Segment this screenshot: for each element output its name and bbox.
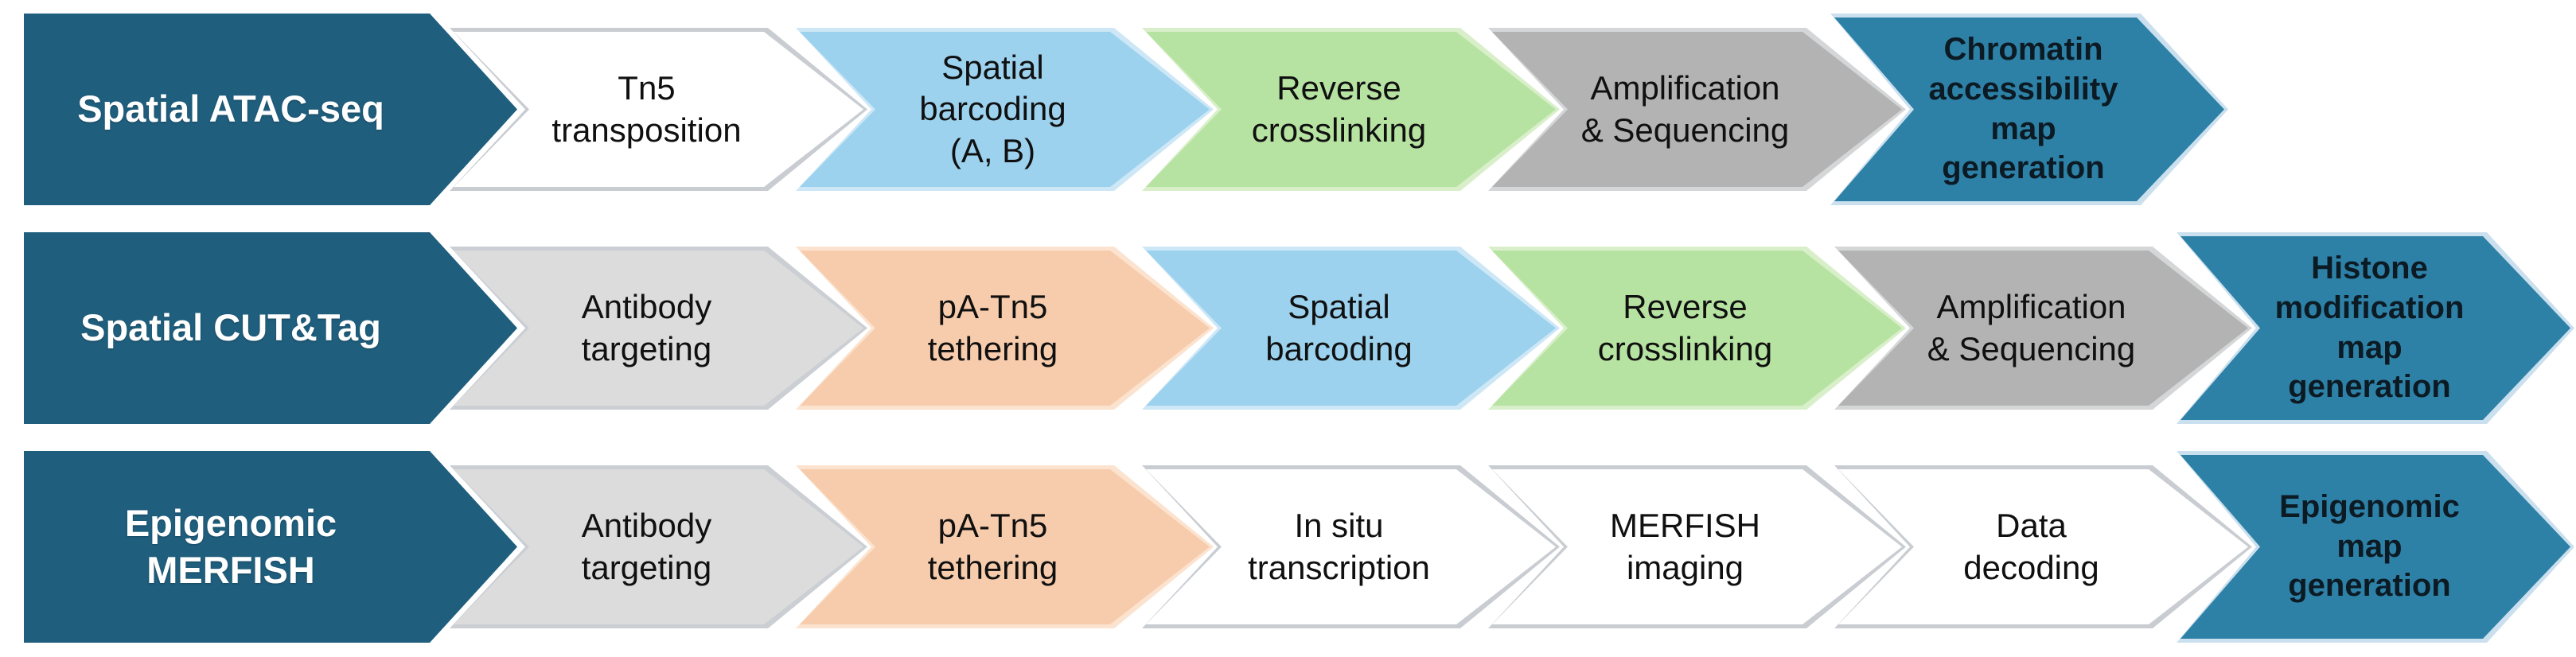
workflow-step-label: MERFISH imaging [1610,507,1760,586]
method-name-label: Spatial ATAC-seq [77,87,384,130]
workflow-row-spatial-cut-and-tag: Spatial CUT&Tag Antibody targeting pA-Tn5 … [0,219,2576,437]
workflow-step-arrow: Amplification & Sequencing [1488,28,1906,191]
workflow-step-label: Tn5 transposition [551,69,742,149]
workflow-step-arrow: Antibody targeting [450,465,867,628]
workflow-step-label: Amplification & Sequencing [1927,288,2136,367]
workflow-step-label: Spatial barcoding [1265,288,1413,367]
workflow-step-arrow: In situ transcription [1142,465,1560,628]
workflow-result-label: Chromatin accessibility map generation [1928,32,2118,186]
workflow-step-arrow: Data decoding [1834,465,2252,628]
workflow-step-arrow: Reverse crosslinking [1488,247,1906,410]
workflow-row-epigenomic-merfish: Epigenomic MERFISH Antibody targeting pA-T… [0,437,2576,656]
workflow-result-arrow-spatial-atac-seq: Chromatin accessibility map generation [1830,14,2228,205]
workflow-step-label: In situ transcription [1248,507,1430,586]
method-name-label: Epigenomic MERFISH [124,502,337,591]
workflow-step-arrow: Spatial barcoding (A, B) [796,28,1214,191]
chevron-arrow-fill [28,17,513,201]
method-header-arrow-epigenomic-merfish: Epigenomic MERFISH [24,451,517,643]
workflow-step-label: Amplification & Sequencing [1580,69,1790,149]
workflow-step-arrow: Tn5 transposition [450,28,867,191]
workflow-step-arrow: pA-Tn5 tethering [796,465,1214,628]
workflow-step-arrow: Antibody targeting [450,247,867,410]
workflow-step-label: Antibody targeting [581,288,712,367]
workflow-result-label: Epigenomic map generation [2279,489,2460,604]
workflow-result-arrow-epigenomic-merfish: Epigenomic map generation [2177,451,2574,643]
workflow-step-label: pA-Tn5 tethering [927,507,1058,586]
workflow-step-label: Spatial barcoding (A, B) [919,49,1066,169]
method-header-arrow-spatial-cut-and-tag: Spatial CUT&Tag [24,232,517,424]
workflow-step-label: Reverse crosslinking [1597,288,1773,367]
workflow-result-label: Histone modification map generation [2274,251,2465,405]
method-name-label: Spatial CUT&Tag [80,306,381,349]
workflow-step-arrow: Reverse crosslinking [1142,28,1560,191]
workflow-step-arrow: Spatial barcoding [1142,247,1560,410]
workflow-step-label: pA-Tn5 tethering [927,288,1058,367]
workflow-step-arrow: pA-Tn5 tethering [796,247,1214,410]
workflow-step-label: Data decoding [1963,507,2099,586]
chevron-arrow-fill [28,455,513,639]
workflow-step-label: Reverse crosslinking [1251,69,1427,149]
workflow-step-label: Antibody targeting [581,507,712,586]
workflow-step-arrow: MERFISH imaging [1488,465,1906,628]
workflow-row-spatial-atac-seq: Spatial ATAC-seq Tn5 transposition Spatial… [0,0,2576,219]
chevron-arrow-fill [28,236,513,420]
method-header-arrow-spatial-atac-seq: Spatial ATAC-seq [24,14,517,205]
workflow-result-arrow-spatial-cut-and-tag: Histone modification map generation [2177,232,2574,424]
workflow-step-arrow: Amplification & Sequencing [1834,247,2252,410]
